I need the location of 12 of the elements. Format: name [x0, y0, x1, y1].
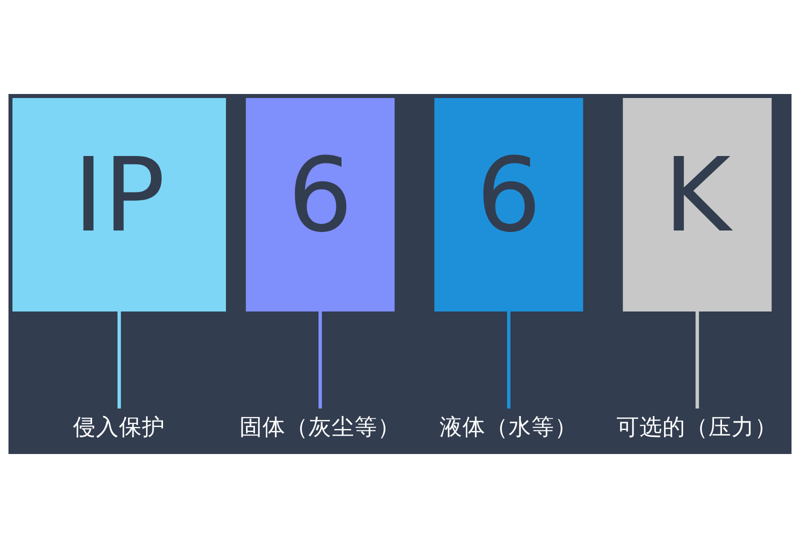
- connector: [696, 310, 699, 408]
- node-box: IP: [12, 97, 226, 311]
- node-text: 液体（水等）: [440, 414, 578, 440]
- node-box: 6: [434, 97, 584, 311]
- node-text: 可选的（压力）: [616, 414, 778, 440]
- connector: [507, 310, 510, 408]
- connector: [118, 310, 121, 408]
- node-text: 固体（灰尘等）: [240, 414, 401, 440]
- connector: [318, 310, 322, 408]
- node-box: 6: [246, 97, 395, 311]
- node-box: K: [622, 97, 772, 311]
- node-text: 侵入保护: [73, 414, 166, 440]
